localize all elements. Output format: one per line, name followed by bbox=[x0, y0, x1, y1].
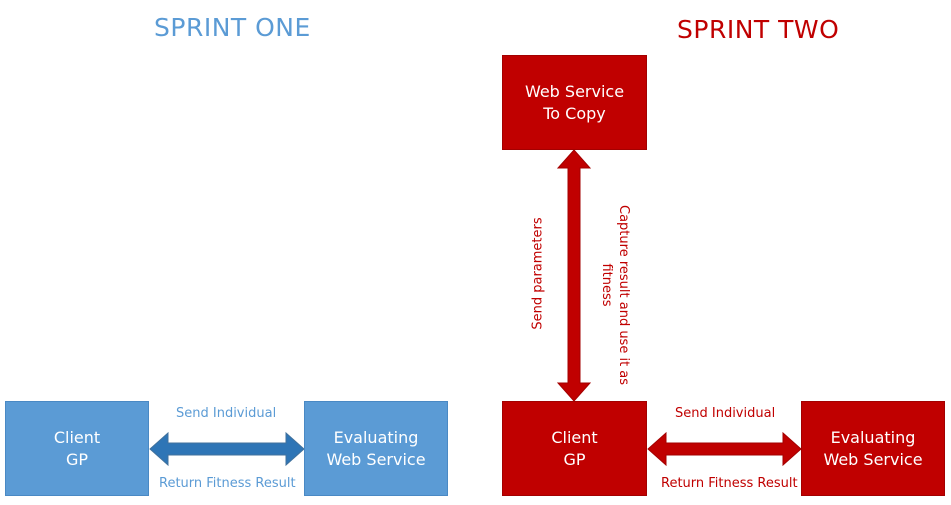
box-label-line: Web Service bbox=[823, 449, 923, 469]
sprint-one-client-gp-box: Client GP bbox=[5, 401, 149, 496]
box-label-line: GP bbox=[65, 449, 89, 469]
box-label-line: Web Service bbox=[326, 449, 426, 469]
sprint-two-horizontal-double-arrow bbox=[647, 431, 802, 467]
sprint-one-return-fitness-label: Return Fitness Result bbox=[159, 476, 296, 491]
sprint-two-evaluating-web-service-box: Evaluating Web Service bbox=[801, 401, 945, 496]
capture-result-line: Capture result and use it as bbox=[616, 205, 631, 386]
box-label-line: Client bbox=[53, 427, 101, 447]
sprint-one-title: SPRINT ONE bbox=[154, 13, 311, 42]
sprint-one-send-individual-label: Send Individual bbox=[176, 406, 277, 421]
box-label-line: Evaluating bbox=[333, 427, 419, 447]
capture-result-label: Capture result and use it as fitness bbox=[598, 205, 632, 386]
sprint-two-vertical-double-arrow bbox=[556, 149, 592, 402]
sprint-one-evaluating-web-service-box: Evaluating Web Service bbox=[304, 401, 448, 496]
box-label-line: To Copy bbox=[543, 103, 606, 123]
sprint-two-title: SPRINT TWO bbox=[677, 15, 840, 44]
sprint-two-send-individual-label: Send Individual bbox=[675, 406, 776, 421]
sprint-two-client-gp-box: Client GP bbox=[502, 401, 647, 496]
box-label-line: Client bbox=[551, 427, 598, 447]
box-label-line: Web Service bbox=[524, 81, 625, 101]
box-label-line: GP bbox=[563, 449, 586, 469]
send-parameters-label: Send parameters bbox=[530, 217, 546, 330]
sprint-one-double-arrow bbox=[149, 431, 305, 467]
sprint-two-web-service-to-copy-box: Web Service To Copy bbox=[502, 55, 647, 150]
sprint-two-return-fitness-label: Return Fitness Result bbox=[661, 476, 798, 491]
capture-result-line: fitness bbox=[599, 263, 614, 307]
box-label-line: Evaluating bbox=[830, 427, 916, 447]
